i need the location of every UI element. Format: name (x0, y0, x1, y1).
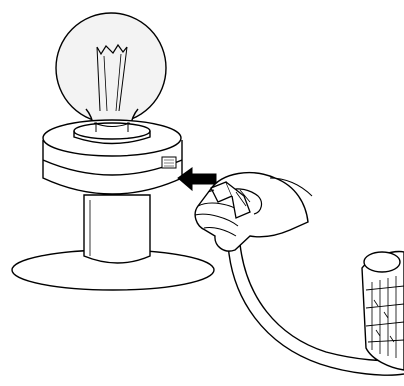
light-bulb-icon (55, 12, 167, 129)
lamp-base-icon (11, 194, 215, 291)
cable-reel-icon (361, 250, 404, 371)
lamp-socket-icon (42, 119, 183, 195)
arrow-icon (177, 167, 217, 192)
plug-icon (207, 181, 251, 219)
